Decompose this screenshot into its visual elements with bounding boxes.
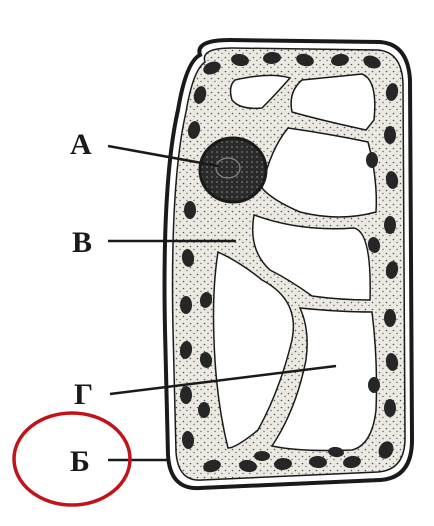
nucleus — [200, 138, 266, 202]
label-g: Г — [74, 378, 93, 411]
chloroplast — [384, 309, 396, 327]
chloroplast — [384, 399, 396, 417]
chloroplast — [198, 402, 210, 418]
label-b: Б — [70, 445, 90, 478]
chloroplast — [180, 296, 192, 314]
chloroplast — [384, 216, 396, 234]
chloroplast — [368, 377, 380, 393]
label-v: В — [72, 226, 92, 259]
chloroplast — [366, 152, 378, 168]
chloroplast — [180, 386, 192, 404]
chloroplast — [254, 451, 270, 461]
label-a: А — [70, 128, 92, 161]
chloroplast — [384, 126, 396, 144]
chloroplast — [184, 201, 196, 219]
